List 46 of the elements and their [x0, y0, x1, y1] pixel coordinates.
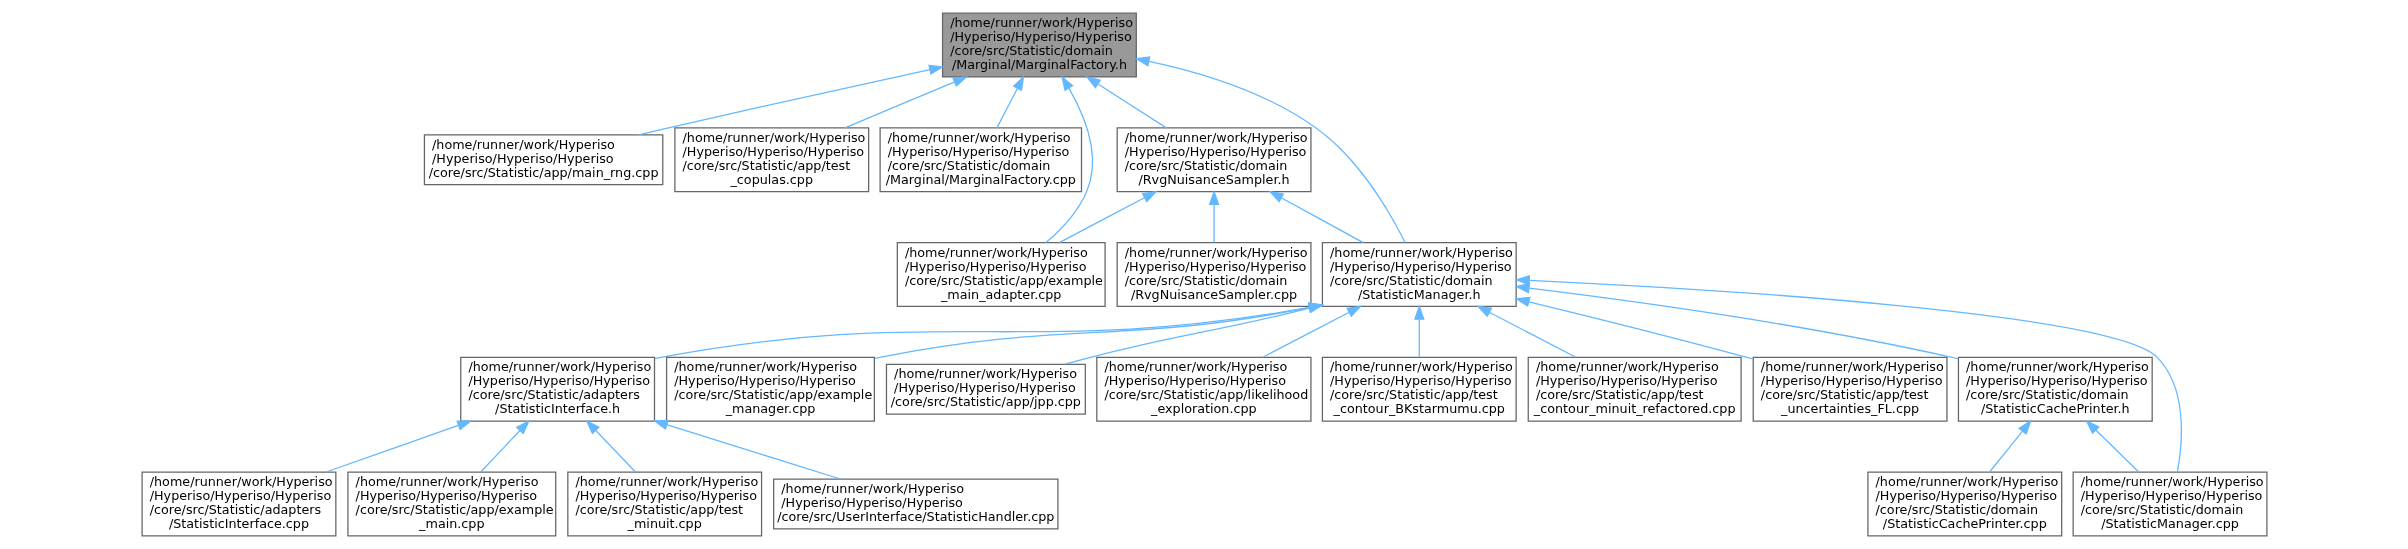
node-box: /home/runner/work/Hyperiso /Hyperiso/Hyperiso/Hyperiso /core/src/Statistic/app/likelihood _exploration.cpp: [1095, 356, 1312, 422]
node-box: /home/runner/work/Hyperiso /Hyperiso/Hyperiso/Hyperiso /core/src/Statistic/app/jpp.cpp: [885, 363, 1086, 415]
arrow: [1513, 282, 1959, 360]
arrow: [652, 419, 841, 480]
node-box: /home/runner/work/Hyperiso /Hyperiso/Hyperiso/Hyperiso /core/src/Statistic/app/example _main_adapter.cpp: [896, 242, 1106, 307]
arrow: [1208, 189, 1219, 244]
arrow: [1988, 419, 2032, 473]
arrow: [1514, 275, 2182, 473]
arrow: [843, 76, 968, 129]
node-box: /home/runner/work/Hyperiso /Hyperiso/Hyperiso/Hyperiso /core/src/Statistic/app/test _minuit.cpp: [566, 471, 762, 537]
arrow: [1044, 75, 1093, 244]
node-box: /home/runner/work/Hyperiso /Hyperiso/Hyperiso/Hyperiso /core/src/Statistic/domain /StatisticManager.h: [1321, 242, 1517, 307]
node-box: /home/runner/work/Hyperiso /Hyperiso/Hyperiso/Hyperiso /core/src/Statistic/domain /Marginal/MarginalFactory.h: [941, 12, 1137, 78]
arrow: [1513, 296, 1753, 360]
node-box: /home/runner/work/Hyperiso /Hyperiso/Hyperiso/Hyperiso /core/src/Statistic/adapters /StatisticInterface.cpp: [140, 471, 336, 537]
arrow: [653, 302, 1324, 360]
node-box: /home/runner/work/Hyperiso /Hyperiso/Hyperiso/Hyperiso /core/src/Statistic/app/test _contour_minuit_refactored.cpp: [1527, 356, 1742, 422]
node-box: /home/runner/work/Hyperiso /Hyperiso/Hyperiso/Hyperiso /core/src/Statistic/domain /RvgNuisanceSampler.h: [1116, 127, 1312, 193]
arrow: [1267, 190, 1364, 244]
arrow: [2084, 419, 2139, 473]
node-box: /home/runner/work/Hyperiso /Hyperiso/Hyperiso/Hyperiso /core/src/Statistic/app/example _manager.cpp: [665, 356, 875, 422]
node-box: /home/runner/work/Hyperiso /Hyperiso/Hyperiso/Hyperiso /core/src/Statistic/app/example _main.cpp: [346, 471, 556, 537]
arrow: [1058, 190, 1158, 244]
arrow: [1063, 302, 1324, 365]
node-box: /home/runner/work/Hyperiso /Hyperiso/Hyperiso/Hyperiso /core/src/Statistic/app/test _uncertainties_FL.cpp: [1752, 356, 1948, 422]
node-box: /home/runner/work/Hyperiso /Hyperiso/Hyperiso/Hyperiso /core/src/Statistic/app/test _copulas.cpp: [673, 127, 869, 193]
arrow: [479, 419, 530, 473]
arrow: [1133, 56, 1406, 244]
node-box: /home/runner/work/Hyperiso /Hyperiso/Hyperiso/Hyperiso /core/src/Statistic/domain /RvgNuisanceSampler.cpp: [1116, 242, 1312, 307]
node-box: /home/runner/work/Hyperiso /Hyperiso/Hyperiso/Hyperiso /core/src/Statistic/app/main_rng.cpp: [423, 134, 663, 186]
node-box: /home/runner/work/Hyperiso /Hyperiso/Hyperiso/Hyperiso /core/src/Statistic/domain /Marginal/MarginalFactory.cpp: [878, 127, 1082, 193]
node-box: /home/runner/work/Hyperiso /Hyperiso/Hyperiso/Hyperiso /core/src/Statistic/domain /StatisticCachePrinter.h: [1957, 356, 2153, 422]
arrow: [995, 75, 1024, 129]
node-box: /home/runner/work/Hyperiso /Hyperiso/Hyperiso/Hyperiso /core/src/Statistic/domain /StatisticManager.cpp: [2072, 471, 2268, 537]
node-box: /home/runner/work/Hyperiso /Hyperiso/Hyperiso/Hyperiso /core/src/Statistic/domain /StatisticCachePrinter.cpp: [1866, 471, 2062, 537]
node-box: /home/runner/work/Hyperiso /Hyperiso/Hyperiso/Hyperiso /core/src/Statistic/adapters /StatisticInterface.h: [459, 356, 655, 422]
arrow: [873, 302, 1324, 360]
arrow: [1261, 305, 1362, 358]
arrow: [1084, 75, 1167, 129]
arrow: [324, 420, 472, 473]
arrow: [637, 64, 944, 136]
node-box: /home/runner/work/Hyperiso /Hyperiso/Hyperiso/Hyperiso /core/src/Statistic/app/test _contour_BKstarmumu.cpp: [1321, 356, 1517, 422]
arrow: [585, 419, 636, 473]
arrow: [1475, 305, 1576, 358]
node-box: /home/runner/work/Hyperiso /Hyperiso/Hyperiso/Hyperiso /core/src/UserInterface/StatisticHandler.cpp: [772, 478, 1059, 530]
arrow: [1413, 304, 1425, 358]
